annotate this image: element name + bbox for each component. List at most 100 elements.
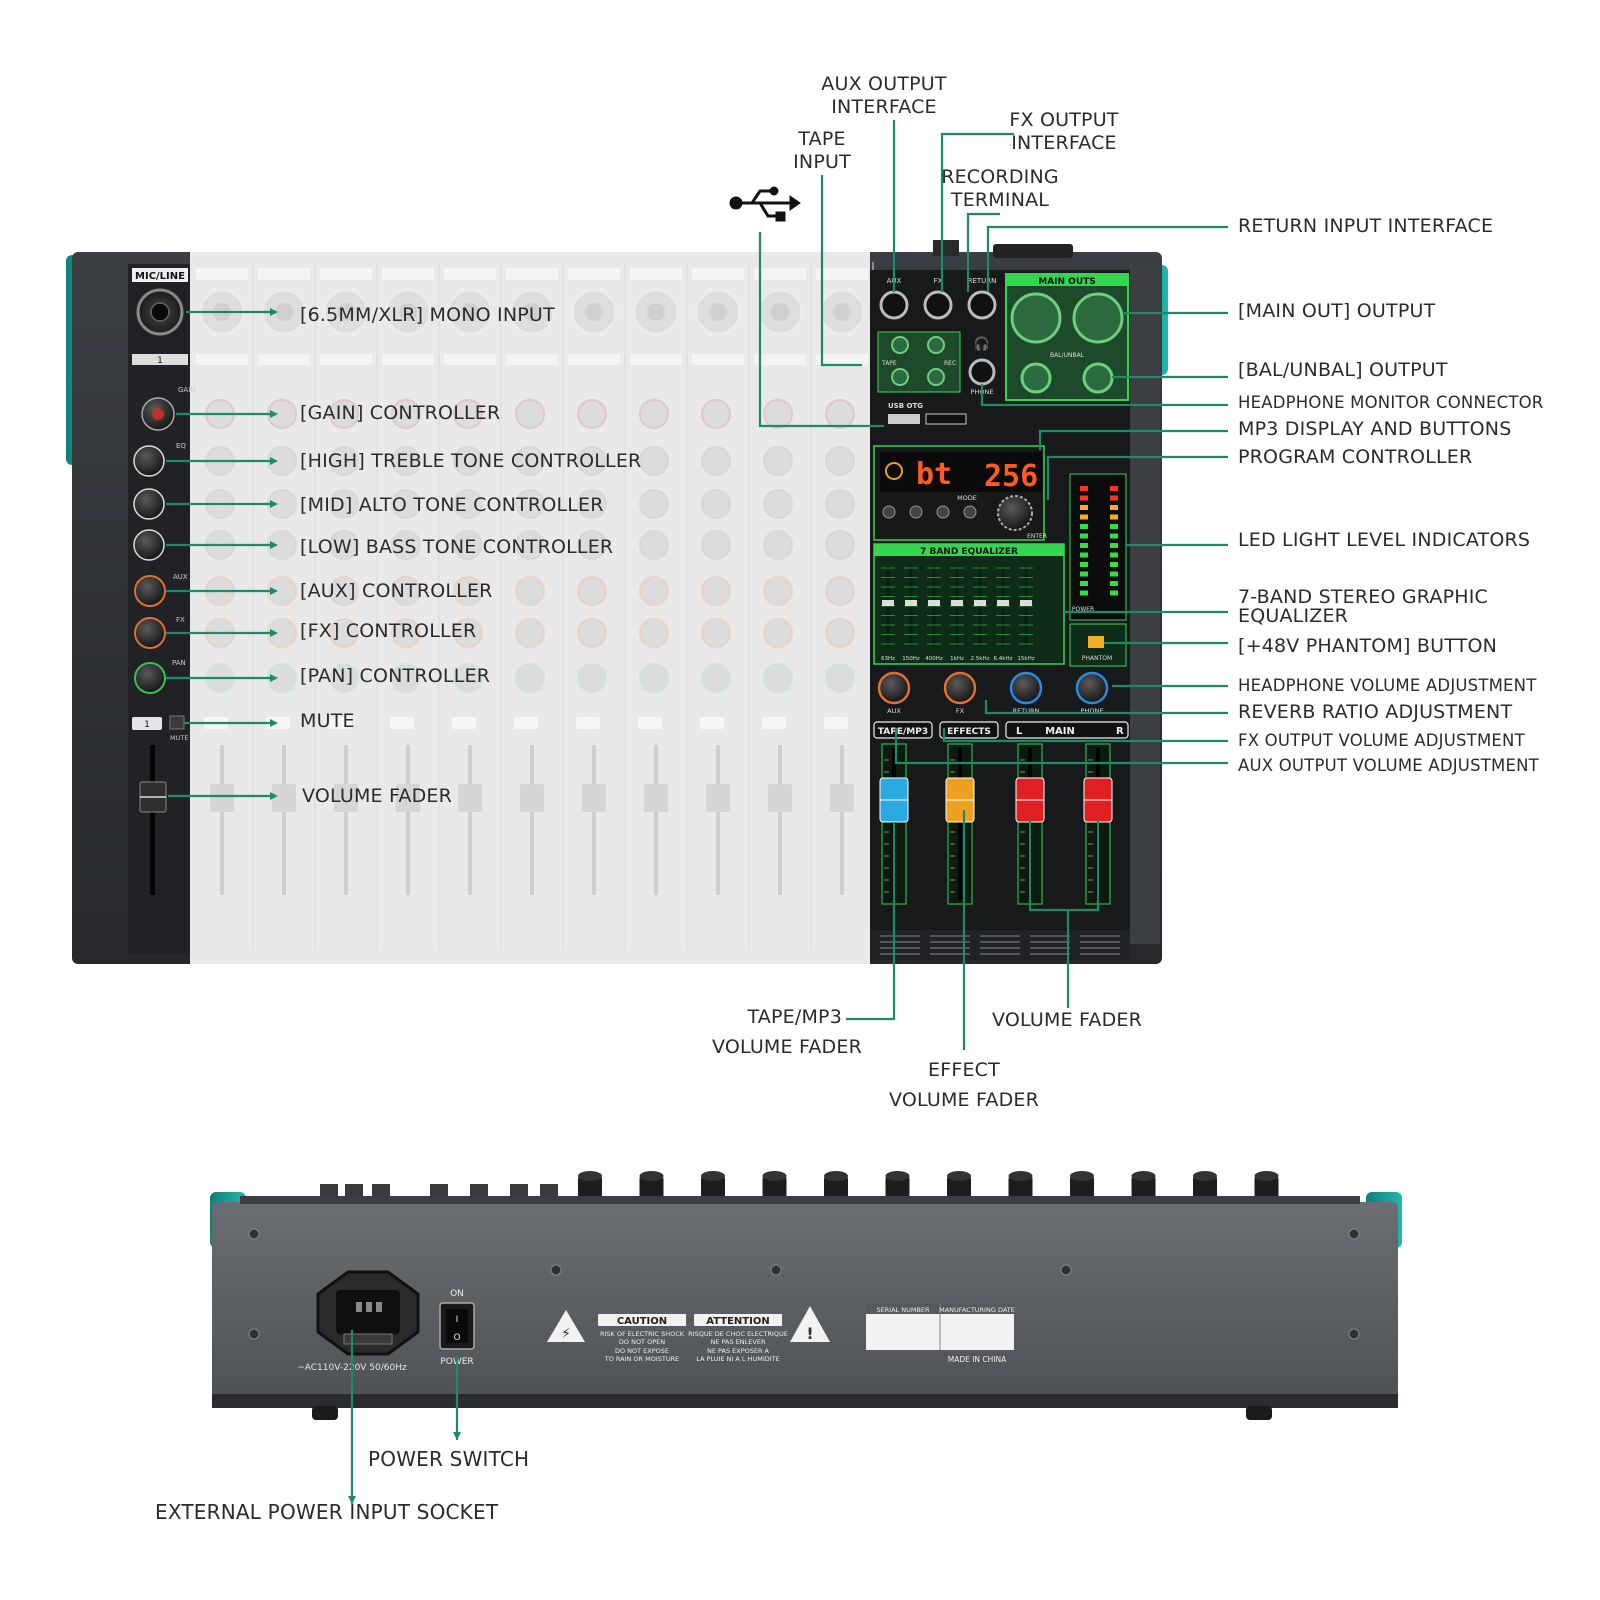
pan-knob[interactable] xyxy=(134,662,166,694)
master-knob-return[interactable] xyxy=(1009,671,1043,705)
svg-text:TAPE: TAPE xyxy=(881,360,897,367)
mp3-play-button[interactable] xyxy=(909,505,923,519)
eq-band-slider[interactable] xyxy=(1020,600,1032,606)
main-out-xlr-left[interactable] xyxy=(1010,292,1062,344)
svg-text:1: 1 xyxy=(144,720,150,730)
svg-text:⚡: ⚡ xyxy=(561,1326,571,1342)
svg-text:AUX: AUX xyxy=(887,707,901,715)
svg-text:TO RAIN OR MOISTURE: TO RAIN OR MOISTURE xyxy=(604,1355,680,1363)
master-knob-phone[interactable] xyxy=(1075,671,1109,705)
channel-header: MIC/LINE xyxy=(135,271,185,282)
svg-text:EQ: EQ xyxy=(176,442,186,450)
label-volume-fader-main: VOLUME FADER xyxy=(992,1009,1143,1031)
aux-output-jack[interactable] xyxy=(879,290,909,320)
rear-panel: ~AC110V-220V 50/60Hz ON I O POWER ⚡ CAUT… xyxy=(210,1171,1402,1420)
faded-channel-strips xyxy=(196,262,874,950)
svg-text:USB OTG: USB OTG xyxy=(888,402,923,410)
label-high: [HIGH] TREBLE TONE CONTROLLER xyxy=(300,450,642,472)
svg-text:ON: ON xyxy=(450,1289,464,1299)
led-level-indicators xyxy=(1080,486,1118,596)
eq-band-slider[interactable] xyxy=(974,600,986,606)
fx-output-jack[interactable] xyxy=(923,290,953,320)
label-power-switch: POWER SWITCH xyxy=(368,1447,530,1471)
svg-text:I: I xyxy=(456,1315,459,1325)
svg-text:NE PAS EXPOSER A: NE PAS EXPOSER A xyxy=(707,1347,770,1355)
svg-text:6.4kHz: 6.4kHz xyxy=(994,656,1013,662)
label-phantom: [+48V PHANTOM] BUTTON xyxy=(1238,635,1498,657)
svg-text:RETURN: RETURN xyxy=(1013,707,1040,715)
svg-text:ENTER: ENTER xyxy=(1027,533,1047,540)
rear-body xyxy=(212,1202,1398,1408)
tape-input-rca-r[interactable] xyxy=(891,368,909,386)
svg-text:63Hz: 63Hz xyxy=(881,656,895,662)
label-return-input: RETURN INPUT INTERFACE xyxy=(1238,215,1494,237)
low-eq-knob[interactable] xyxy=(133,529,165,561)
svg-text:AUX: AUX xyxy=(173,573,188,581)
svg-text:BAL/UNBAL: BAL/UNBAL xyxy=(1050,352,1085,359)
svg-text:FX: FX xyxy=(934,277,943,285)
headphone-jack[interactable] xyxy=(968,358,996,386)
eq-band-slider[interactable] xyxy=(928,600,940,606)
usb-port[interactable] xyxy=(888,414,920,424)
usb-icon xyxy=(729,186,801,222)
label-low: [LOW] BASS TONE CONTROLLER xyxy=(300,536,614,558)
program-controller-knob[interactable] xyxy=(997,495,1033,531)
master-knob-fx[interactable] xyxy=(943,671,977,705)
eq-band-slider[interactable] xyxy=(905,600,917,606)
svg-text:RISQUE DE CHOC ELECTRIQUE: RISQUE DE CHOC ELECTRIQUE xyxy=(688,1330,788,1338)
rec-output-rca-r[interactable] xyxy=(927,368,945,386)
svg-text:MUTE: MUTE xyxy=(170,734,188,742)
mp3-display-left: bt xyxy=(916,457,952,492)
svg-text:1kHz: 1kHz xyxy=(950,656,964,662)
fx-send-knob[interactable] xyxy=(134,617,166,649)
label-mute: MUTE xyxy=(300,710,355,732)
channel-number: 1 xyxy=(157,356,163,366)
mute-button[interactable] xyxy=(132,717,162,730)
mp3-mode-button[interactable] xyxy=(963,505,977,519)
eq-band-slider[interactable] xyxy=(997,600,1009,606)
aux-send-knob[interactable] xyxy=(134,575,166,607)
rec-output-rca-l[interactable] xyxy=(927,336,945,354)
attention-title: ATTENTION xyxy=(706,1316,769,1327)
tape-input-rca-l[interactable] xyxy=(891,336,909,354)
channel-1-strip: MIC/LINE 1 GAIN EQ AUX FX PAN 1 MUTE xyxy=(132,268,196,895)
svg-text:RISK OF ELECTRIC SHOCK: RISK OF ELECTRIC SHOCK xyxy=(600,1330,685,1338)
svg-text:150Hz: 150Hz xyxy=(902,656,920,662)
main-out-xlr-right[interactable] xyxy=(1072,292,1124,344)
label-mono-input: [6.5MM/XLR] MONO INPUT xyxy=(300,304,555,326)
svg-text:DO NOT EXPOSE: DO NOT EXPOSE xyxy=(615,1347,669,1355)
svg-text:TAPE/MP3: TAPE/MP3 xyxy=(878,727,928,737)
label-volume-fader-left: VOLUME FADER xyxy=(302,785,453,807)
mp3-next-button[interactable] xyxy=(936,505,950,519)
svg-text:L: L xyxy=(1016,726,1023,737)
label-headphone-monitor: HEADPHONE MONITOR CONNECTOR xyxy=(1238,393,1544,412)
label-mp3-display: MP3 DISPLAY AND BUTTONS xyxy=(1238,418,1512,440)
label-aux: [AUX] CONTROLLER xyxy=(300,580,493,602)
bal-unbal-jack-right[interactable] xyxy=(1082,362,1114,394)
svg-text:MODE: MODE xyxy=(957,494,977,502)
mp3-display-right: 256 xyxy=(984,459,1038,494)
label-bal-unbal: [BAL/UNBAL] OUTPUT xyxy=(1238,359,1448,381)
return-input-jack[interactable] xyxy=(967,290,997,320)
eq-sliders xyxy=(881,566,1033,646)
svg-text:7 BAND EQUALIZER: 7 BAND EQUALIZER xyxy=(920,547,1018,557)
eq-band-slider[interactable] xyxy=(882,600,894,606)
exclamation-warning-icon xyxy=(790,1306,830,1342)
master-knob-aux[interactable] xyxy=(877,671,911,705)
svg-text:PAN: PAN xyxy=(172,659,186,667)
phantom-button[interactable] xyxy=(1088,636,1104,648)
svg-text:MADE IN CHINA: MADE IN CHINA xyxy=(948,1355,1007,1364)
svg-text:POWER: POWER xyxy=(1072,606,1094,613)
bal-unbal-jack-left[interactable] xyxy=(1020,362,1052,394)
mid-eq-knob[interactable] xyxy=(133,488,165,520)
mp3-prev-button[interactable] xyxy=(882,505,896,519)
svg-text:NE PAS ENLEVER: NE PAS ENLEVER xyxy=(711,1338,766,1346)
high-eq-knob[interactable] xyxy=(133,445,165,477)
eq-band-slider[interactable] xyxy=(951,600,963,606)
label-fx: [FX] CONTROLLER xyxy=(300,620,477,642)
